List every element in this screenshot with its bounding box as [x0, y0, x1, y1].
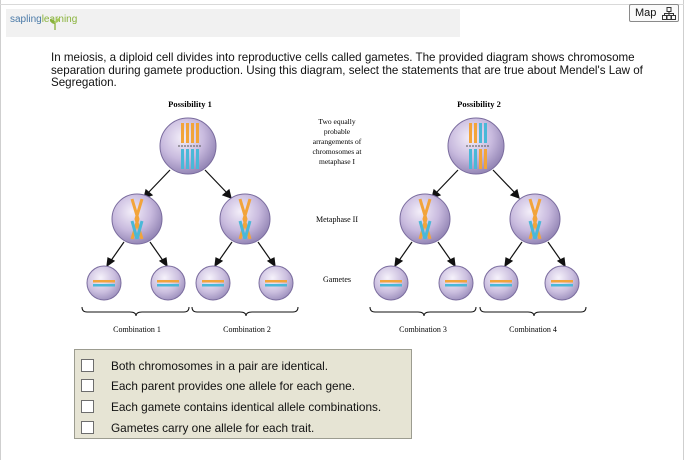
logo-brand: sapling — [10, 14, 42, 25]
sprout-icon — [50, 18, 60, 30]
caption-line-4: chromosomes at — [313, 147, 363, 156]
sitemap-icon — [662, 7, 676, 20]
caption-line-5: metaphase I — [319, 157, 356, 166]
map-button[interactable]: Map — [629, 4, 679, 22]
option-3[interactable]: Each gamete contains identical allele co… — [81, 398, 381, 415]
cell-metaphase2-1 — [111, 193, 163, 245]
option-2-checkbox[interactable] — [81, 379, 94, 392]
option-2-label: Each parent provides one allele for each… — [111, 378, 355, 393]
meiosis-diagram: Possibility 1 Possibility 2 Two equally … — [81, 99, 587, 334]
gamete-cells — [86, 265, 580, 301]
option-2[interactable]: Each parent provides one allele for each… — [81, 377, 355, 394]
combination-4-label: Combination 4 — [509, 325, 557, 334]
top-divider — [0, 4, 684, 5]
caption-line-2: probable — [324, 127, 351, 136]
cell-metaphase2-4 — [509, 193, 561, 245]
sapling-logo: saplinglearning — [10, 14, 77, 30]
option-4-label: Gametes carry one allele for each trait. — [111, 420, 315, 435]
header-bar — [6, 9, 460, 37]
possibility-1-label: Possibility 1 — [168, 99, 212, 109]
option-4-checkbox[interactable] — [81, 421, 94, 434]
combination-2-label: Combination 2 — [223, 325, 271, 334]
caption-line-1: Two equally — [318, 117, 355, 126]
cell-metaphase2-2 — [219, 193, 271, 245]
combination-brackets — [81, 306, 587, 317]
gametes-label: Gametes — [323, 275, 351, 284]
map-label: Map — [635, 7, 657, 19]
metaphase-2-label: Metaphase II — [316, 215, 358, 224]
possibility-2-label: Possibility 2 — [457, 99, 501, 109]
option-1-label: Both chromosomes in a pair are identical… — [111, 358, 329, 373]
cell-metaphase1-p1 — [159, 117, 217, 175]
option-3-label: Each gamete contains identical allele co… — [111, 399, 382, 414]
cell-metaphase2-3 — [399, 193, 451, 245]
combination-3-label: Combination 3 — [399, 325, 447, 334]
option-1-checkbox[interactable] — [81, 359, 94, 372]
caption-line-3: arrangements of — [313, 137, 362, 146]
option-4[interactable]: Gametes carry one allele for each trait. — [81, 419, 314, 436]
option-1[interactable]: Both chromosomes in a pair are identical… — [81, 357, 328, 374]
option-3-checkbox[interactable] — [81, 400, 94, 413]
answer-options: Both chromosomes in a pair are identical… — [74, 349, 412, 439]
question-text: In meiosis, a diploid cell divides into … — [51, 51, 643, 89]
combination-1-label: Combination 1 — [113, 325, 161, 334]
cell-metaphase1-p2 — [447, 117, 505, 175]
